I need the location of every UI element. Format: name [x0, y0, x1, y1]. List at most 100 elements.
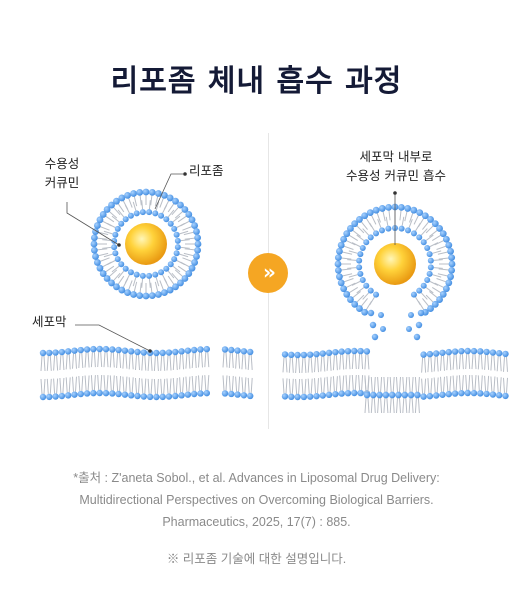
lipid-tail — [291, 357, 294, 373]
lipid-head — [378, 312, 384, 318]
lipid-head — [356, 257, 363, 264]
lipid-tail — [301, 357, 304, 373]
lipid-head — [139, 209, 146, 216]
lipid-head — [401, 391, 408, 399]
lipid-tail — [116, 375, 119, 392]
lipid-head — [307, 351, 314, 358]
lipid-tail — [132, 277, 137, 287]
lipid-tail — [376, 212, 381, 223]
lipid-tail — [125, 353, 128, 369]
disclaimer-note: ※ 리포좀 기술에 대한 설명입니다. — [166, 552, 347, 566]
lipid-tail — [103, 352, 106, 368]
lipid-tail — [468, 353, 471, 370]
lipid-tail — [477, 354, 480, 370]
lipid-head — [359, 244, 366, 251]
lipid-tail — [225, 352, 228, 368]
lipid-head — [171, 225, 178, 232]
lipid-head — [426, 392, 434, 400]
lipid-head — [39, 393, 47, 401]
lipid-head — [356, 216, 363, 223]
lipid-head — [142, 188, 150, 196]
lipid-tail — [201, 375, 203, 391]
lipid-tail — [106, 375, 109, 391]
lipid-tail — [364, 354, 367, 370]
lipid-tail — [131, 377, 134, 393]
lipid-head — [203, 345, 210, 353]
lipid-head — [334, 260, 342, 268]
lipid-tail — [317, 357, 319, 373]
lipid-tail — [377, 397, 380, 414]
lipid-head — [416, 209, 424, 217]
lipid-head — [194, 234, 202, 242]
lipid-tail — [103, 230, 113, 235]
lipid-tail — [185, 353, 188, 369]
lipid-head — [163, 216, 170, 223]
lipid-tail — [65, 377, 68, 393]
lipid-tail — [392, 397, 395, 414]
lipid-tail — [370, 397, 373, 414]
lipid-tail — [125, 376, 128, 392]
lipid-tail — [348, 354, 351, 370]
lipid-head — [158, 212, 165, 219]
lipid-head — [351, 220, 359, 228]
lipid-tail — [174, 211, 184, 219]
lipid-tail — [154, 281, 159, 292]
lipid-tail — [490, 355, 493, 371]
lipid-tail — [175, 354, 178, 371]
lipid-tail — [117, 209, 125, 218]
lipid-tail — [179, 230, 189, 235]
lipid-head — [313, 392, 320, 400]
absorption-caption: 세포막 내부로 수용성 커큐민 흡수 — [311, 147, 481, 185]
lipid-tail — [84, 352, 87, 368]
lipid-tail — [411, 397, 414, 414]
lipid-head — [334, 254, 342, 262]
lipid-tail — [477, 375, 480, 391]
lipid-head — [102, 345, 110, 353]
lipid-head — [334, 266, 342, 274]
lipid-tail — [62, 377, 65, 394]
lipid-tail — [332, 355, 335, 371]
lipid-tail — [108, 269, 118, 277]
lipid-tail — [341, 257, 352, 260]
lipid-head — [413, 333, 421, 341]
citation-line-2: Multidirectional Perspectives on Overcom… — [79, 493, 434, 507]
lipid-head — [90, 234, 98, 242]
lipid-tail — [176, 260, 186, 266]
lipid-tail — [369, 222, 375, 232]
lipid-tail — [180, 239, 190, 242]
lipid-head — [436, 296, 443, 303]
lipid-head — [398, 225, 405, 232]
lipid-head — [161, 191, 168, 199]
lipid-head — [103, 206, 111, 213]
lipid-tail — [177, 215, 187, 223]
lipid-head — [351, 300, 359, 308]
lipid-tail — [72, 353, 74, 369]
lipid-tail — [356, 234, 365, 241]
lipid-tail — [339, 354, 342, 370]
lipid-tail — [436, 356, 439, 372]
lipid-tail — [402, 397, 405, 414]
lipid-head — [363, 239, 370, 246]
lipid-head — [58, 392, 66, 400]
lipid-tail — [65, 354, 68, 370]
lipid-head — [344, 389, 352, 397]
lipid-tail — [128, 280, 133, 290]
lipid-head — [496, 392, 503, 399]
lipid-head — [46, 393, 53, 401]
lipid-tail — [335, 376, 338, 392]
lipid-tail — [172, 265, 181, 273]
lipid-tail — [415, 296, 421, 306]
lipid-tail — [97, 237, 108, 240]
lipid-tail — [148, 278, 151, 288]
lipid-head — [194, 240, 202, 248]
lipid-tail — [420, 292, 428, 300]
lipid-tail — [188, 376, 191, 392]
lipid-head — [163, 265, 170, 272]
lipid-head — [185, 211, 193, 218]
lipid-tail — [183, 252, 194, 257]
lipid-tail — [235, 353, 238, 369]
lipid-head — [410, 206, 418, 214]
lipid-tail — [471, 375, 474, 391]
lipid-tail — [198, 375, 200, 391]
lipid-tail — [75, 353, 77, 369]
